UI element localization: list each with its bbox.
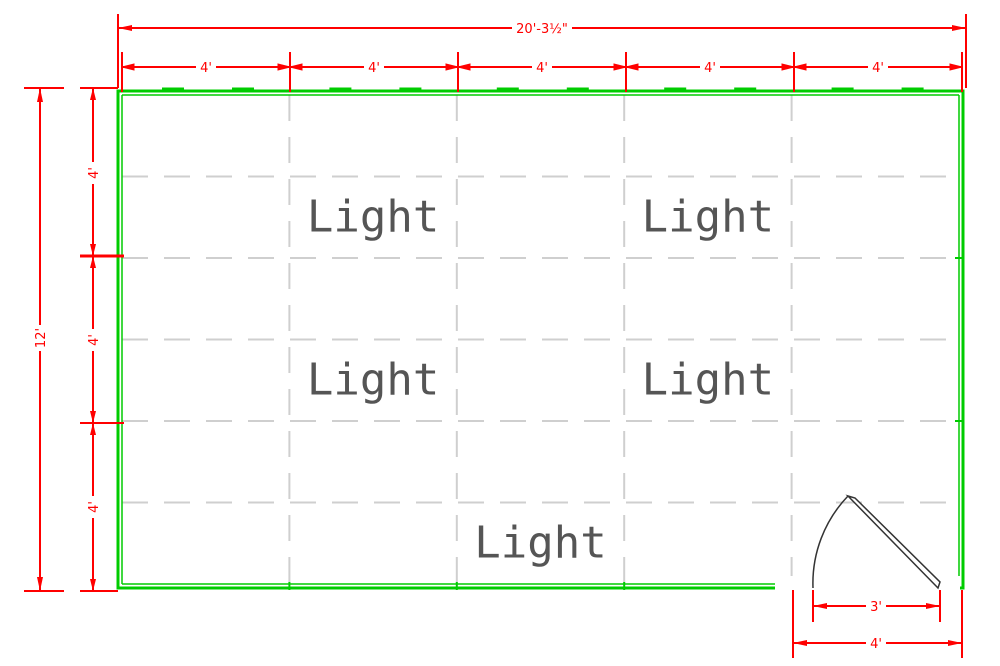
row-height-label-2: 4' [87, 334, 102, 346]
dimension-labels: 20'-3½" 12' 4' 4' 4' 3' 4' [33, 19, 886, 652]
bay-arrow [625, 63, 639, 71]
bay-width-label: 4' [368, 61, 380, 76]
bay-arrow [793, 63, 807, 71]
bay-arrow [949, 63, 963, 71]
bay-width-dimensions: 4' 4' 4' 4' 4' [121, 52, 963, 92]
light-label: Light [307, 191, 439, 242]
door-leaf [845, 494, 941, 590]
light-label-bg [293, 187, 454, 246]
bay-label-bg [868, 60, 888, 74]
bay-arrow [445, 63, 459, 71]
bay-label-bg [196, 60, 216, 74]
light-label-bg [627, 350, 788, 409]
bay-width-label: 4' [872, 61, 884, 76]
light-label-bg [460, 513, 621, 572]
overall-width-label: 20'-3½" [516, 22, 568, 37]
door-width-label: 3' [870, 600, 882, 615]
bay-width-label: 4' [200, 61, 212, 76]
bay-arrow [289, 63, 303, 71]
light-label-bg [627, 187, 788, 246]
overall-height-label: 12' [34, 328, 49, 348]
bay-arrow [613, 63, 627, 71]
bay-arrow [277, 63, 291, 71]
door-offset-label: 4' [870, 637, 882, 652]
bay-label-bg [700, 60, 720, 74]
light-label: Light [642, 354, 774, 405]
bay-arrow [781, 63, 795, 71]
bay-width-label: 4' [704, 61, 716, 76]
light-label-bg [293, 350, 454, 409]
bay-width-label: 4' [536, 61, 548, 76]
bay-arrow [121, 63, 135, 71]
door-swing-arc [812, 495, 849, 589]
row-height-label-3: 4' [87, 501, 102, 513]
door [775, 494, 960, 590]
row-height-label-1: 4' [87, 167, 102, 179]
light-label: Light [642, 191, 774, 242]
bay-label-bg [364, 60, 384, 74]
bay-arrow [457, 63, 471, 71]
light-label: Light [307, 354, 439, 405]
bay-label-bg [532, 60, 552, 74]
light-label: Light [474, 517, 606, 568]
